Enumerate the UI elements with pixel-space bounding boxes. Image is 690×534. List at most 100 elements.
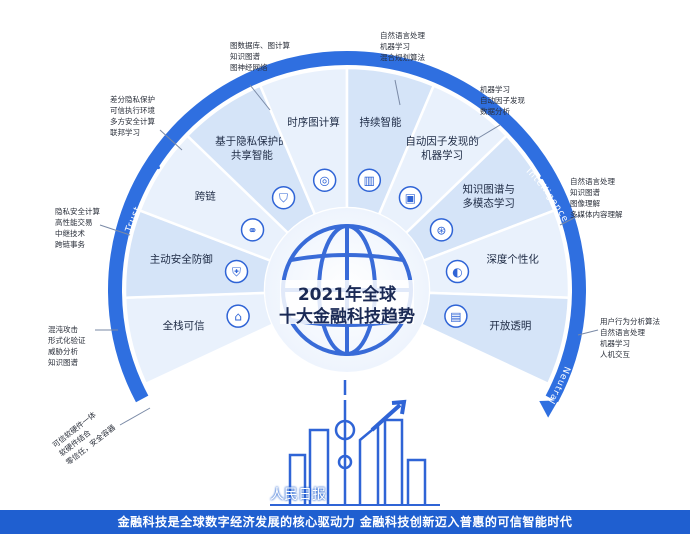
segment-label: 自动因子发现的机器学习: [405, 135, 479, 162]
segment-label: 知识图谱与多模态学习: [462, 183, 515, 210]
annotation-line: 中继技术: [55, 228, 85, 238]
segment-label-line: 持续智能: [359, 115, 401, 128]
segment-label-line: 共享智能: [231, 149, 273, 162]
annotation-text: 自然语言处理机器学习混合规划算法: [380, 30, 425, 62]
annotation-text: 机器学习自动因子发现数据分析: [480, 84, 525, 116]
shield-check-icon: ⛨: [224, 259, 249, 284]
person-card-icon: ▣: [398, 185, 423, 210]
ann-auto-factor: 机器学习自动因子发现数据分析: [474, 84, 525, 141]
segment-label-line: 多模态学习: [462, 197, 515, 210]
lock-icon: ▤: [444, 304, 468, 328]
annotation-line: 知识图谱: [570, 187, 600, 197]
svg-text:▤: ▤: [450, 310, 461, 324]
leader-line: [119, 407, 151, 426]
annotation-line: 可信执行环境: [110, 105, 155, 115]
graph-node-icon: ◎: [312, 168, 337, 192]
segment-fullstack[interactable]: 全栈可信 ⌂: [123, 291, 275, 386]
segment-label-line: 深度个性化: [486, 252, 539, 265]
annotation-text: 差分隐私保护可信执行环境多方安全计算联邦学习: [110, 94, 155, 137]
multimodal-icon: ⊛: [429, 218, 454, 242]
annotation-line: 差分隐私保护: [110, 94, 155, 104]
segment-label: 时序图计算: [287, 115, 340, 128]
annotation-line: 自然语言处理: [380, 30, 425, 40]
leader-line: [577, 329, 599, 336]
segment-label-line: 跨链: [195, 190, 216, 203]
annotation-line: 用户行为分析算法: [600, 316, 660, 326]
svg-text:⊛: ⊛: [436, 223, 446, 237]
annotation-line: 机器学习: [600, 338, 630, 348]
arc-arrow-icon: [539, 162, 559, 180]
ann-temporal: 图数据库、图计算知识图谱图神经网络: [230, 40, 290, 111]
svg-text:⚭: ⚭: [248, 223, 258, 237]
ann-continual: 自然语言处理机器学习混合规划算法: [380, 30, 425, 106]
svg-text:◎: ◎: [319, 174, 329, 188]
segment-label-line: 主动安全防御: [150, 252, 213, 265]
annotation-text: 可信软硬件一体软硬件结合零信任，安全容器: [50, 404, 117, 466]
annotation-line: 机器学习: [380, 41, 410, 51]
annotation-line: 联邦学习: [110, 127, 140, 137]
annotation-line: 人机交互: [600, 349, 630, 359]
house-shield-icon: ⌂: [226, 304, 250, 328]
leader-line: [249, 84, 271, 111]
annotation-line: 混合规划算法: [380, 52, 425, 62]
watermark-text: 人民日报: [270, 487, 326, 503]
headset-icon: ◐: [445, 259, 470, 284]
chart-refresh-icon: ▥: [357, 168, 382, 192]
segment-label: 持续智能: [359, 115, 401, 128]
leader-line: [559, 214, 581, 226]
segment-label: 深度个性化: [486, 252, 539, 265]
svg-text:▣: ▣: [405, 191, 416, 205]
segment-label: 全栈可信: [163, 319, 205, 332]
svg-text:⌂: ⌂: [234, 310, 242, 324]
annotation-text: 图数据库、图计算知识图谱图神经网络: [230, 40, 290, 72]
segment-open-transparent[interactable]: 开放透明 ▤: [419, 291, 571, 386]
svg-text:⛉: ⛉: [279, 191, 288, 205]
segment-shape: [419, 291, 571, 386]
ann-privacy: 差分隐私保护可信执行环境多方安全计算联邦学习: [110, 94, 183, 151]
annotation-line: 图像理解: [570, 198, 600, 208]
annotation-line: 多媒体内容理解: [570, 209, 623, 219]
svg-text:▥: ▥: [364, 174, 375, 188]
ann-fullstack: 可信软硬件一体软硬件结合零信任，安全容器: [50, 404, 151, 467]
segment-privacy-sharing[interactable]: 基于隐私保护的共享智能 ⛉: [185, 84, 317, 235]
leader-line: [474, 124, 501, 141]
outer-arc-band: [108, 51, 586, 403]
segment-label-line: 时序图计算: [287, 115, 340, 128]
annotation-text: 隐私安全计算高性能交易中继技术跨链事务: [55, 206, 100, 249]
annotation-line: 跨链事务: [55, 239, 85, 249]
center-title-line2: 十大金融科技趋势: [279, 306, 415, 327]
segment-label-line: 知识图谱与: [462, 183, 515, 196]
annotation-line: 多方安全计算: [110, 116, 155, 126]
segment-label-line: 自动因子发现的: [405, 135, 479, 148]
segment-auto-factor[interactable]: 自动因子发现的机器学习 ▣: [377, 84, 509, 235]
leader-line: [159, 129, 183, 151]
annotation-line: 自然语言处理: [600, 327, 645, 337]
city-skyline-illustration: [270, 380, 440, 506]
annotation-line: 威胁分析: [48, 346, 78, 356]
svg-text:⛨: ⛨: [232, 265, 241, 279]
segment-label: 开放透明: [489, 319, 531, 332]
ann-kg: 自然语言处理知识图谱图像理解多媒体内容理解: [559, 176, 623, 226]
ann-deep: 用户行为分析算法自然语言处理机器学习人机交互: [577, 316, 660, 359]
arc-arrow-icon: [141, 151, 161, 170]
segment-label-line: 机器学习: [421, 149, 463, 162]
segment-label: 跨链: [195, 190, 216, 203]
leader-line: [394, 79, 401, 106]
annotation-line: 知识图谱: [48, 357, 78, 367]
annotation-line: 图神经网络: [230, 62, 268, 72]
center-title-line1: 2021年全球: [298, 284, 397, 305]
segment-continual[interactable]: 持续智能 ▥: [345, 66, 436, 217]
privacy-shield-icon: ⛉: [271, 185, 296, 210]
annotation-line: 自然语言处理: [570, 176, 615, 186]
center-circle: 2021年全球 十大金融科技趋势: [265, 208, 429, 372]
segment-label: 基于隐私保护的共享智能: [215, 135, 289, 162]
annotation-line: 图数据库、图计算: [230, 40, 290, 50]
annotation-line: 形式化验证: [48, 335, 86, 345]
annotation-text: 自然语言处理知识图谱图像理解多媒体内容理解: [570, 176, 623, 219]
leader-line: [99, 224, 131, 236]
svg-text:◐: ◐: [452, 265, 462, 279]
segment-label: 主动安全防御: [150, 252, 213, 265]
segment-label-line: 开放透明: [489, 319, 531, 332]
annotation-line: 混沌攻击: [48, 324, 78, 334]
